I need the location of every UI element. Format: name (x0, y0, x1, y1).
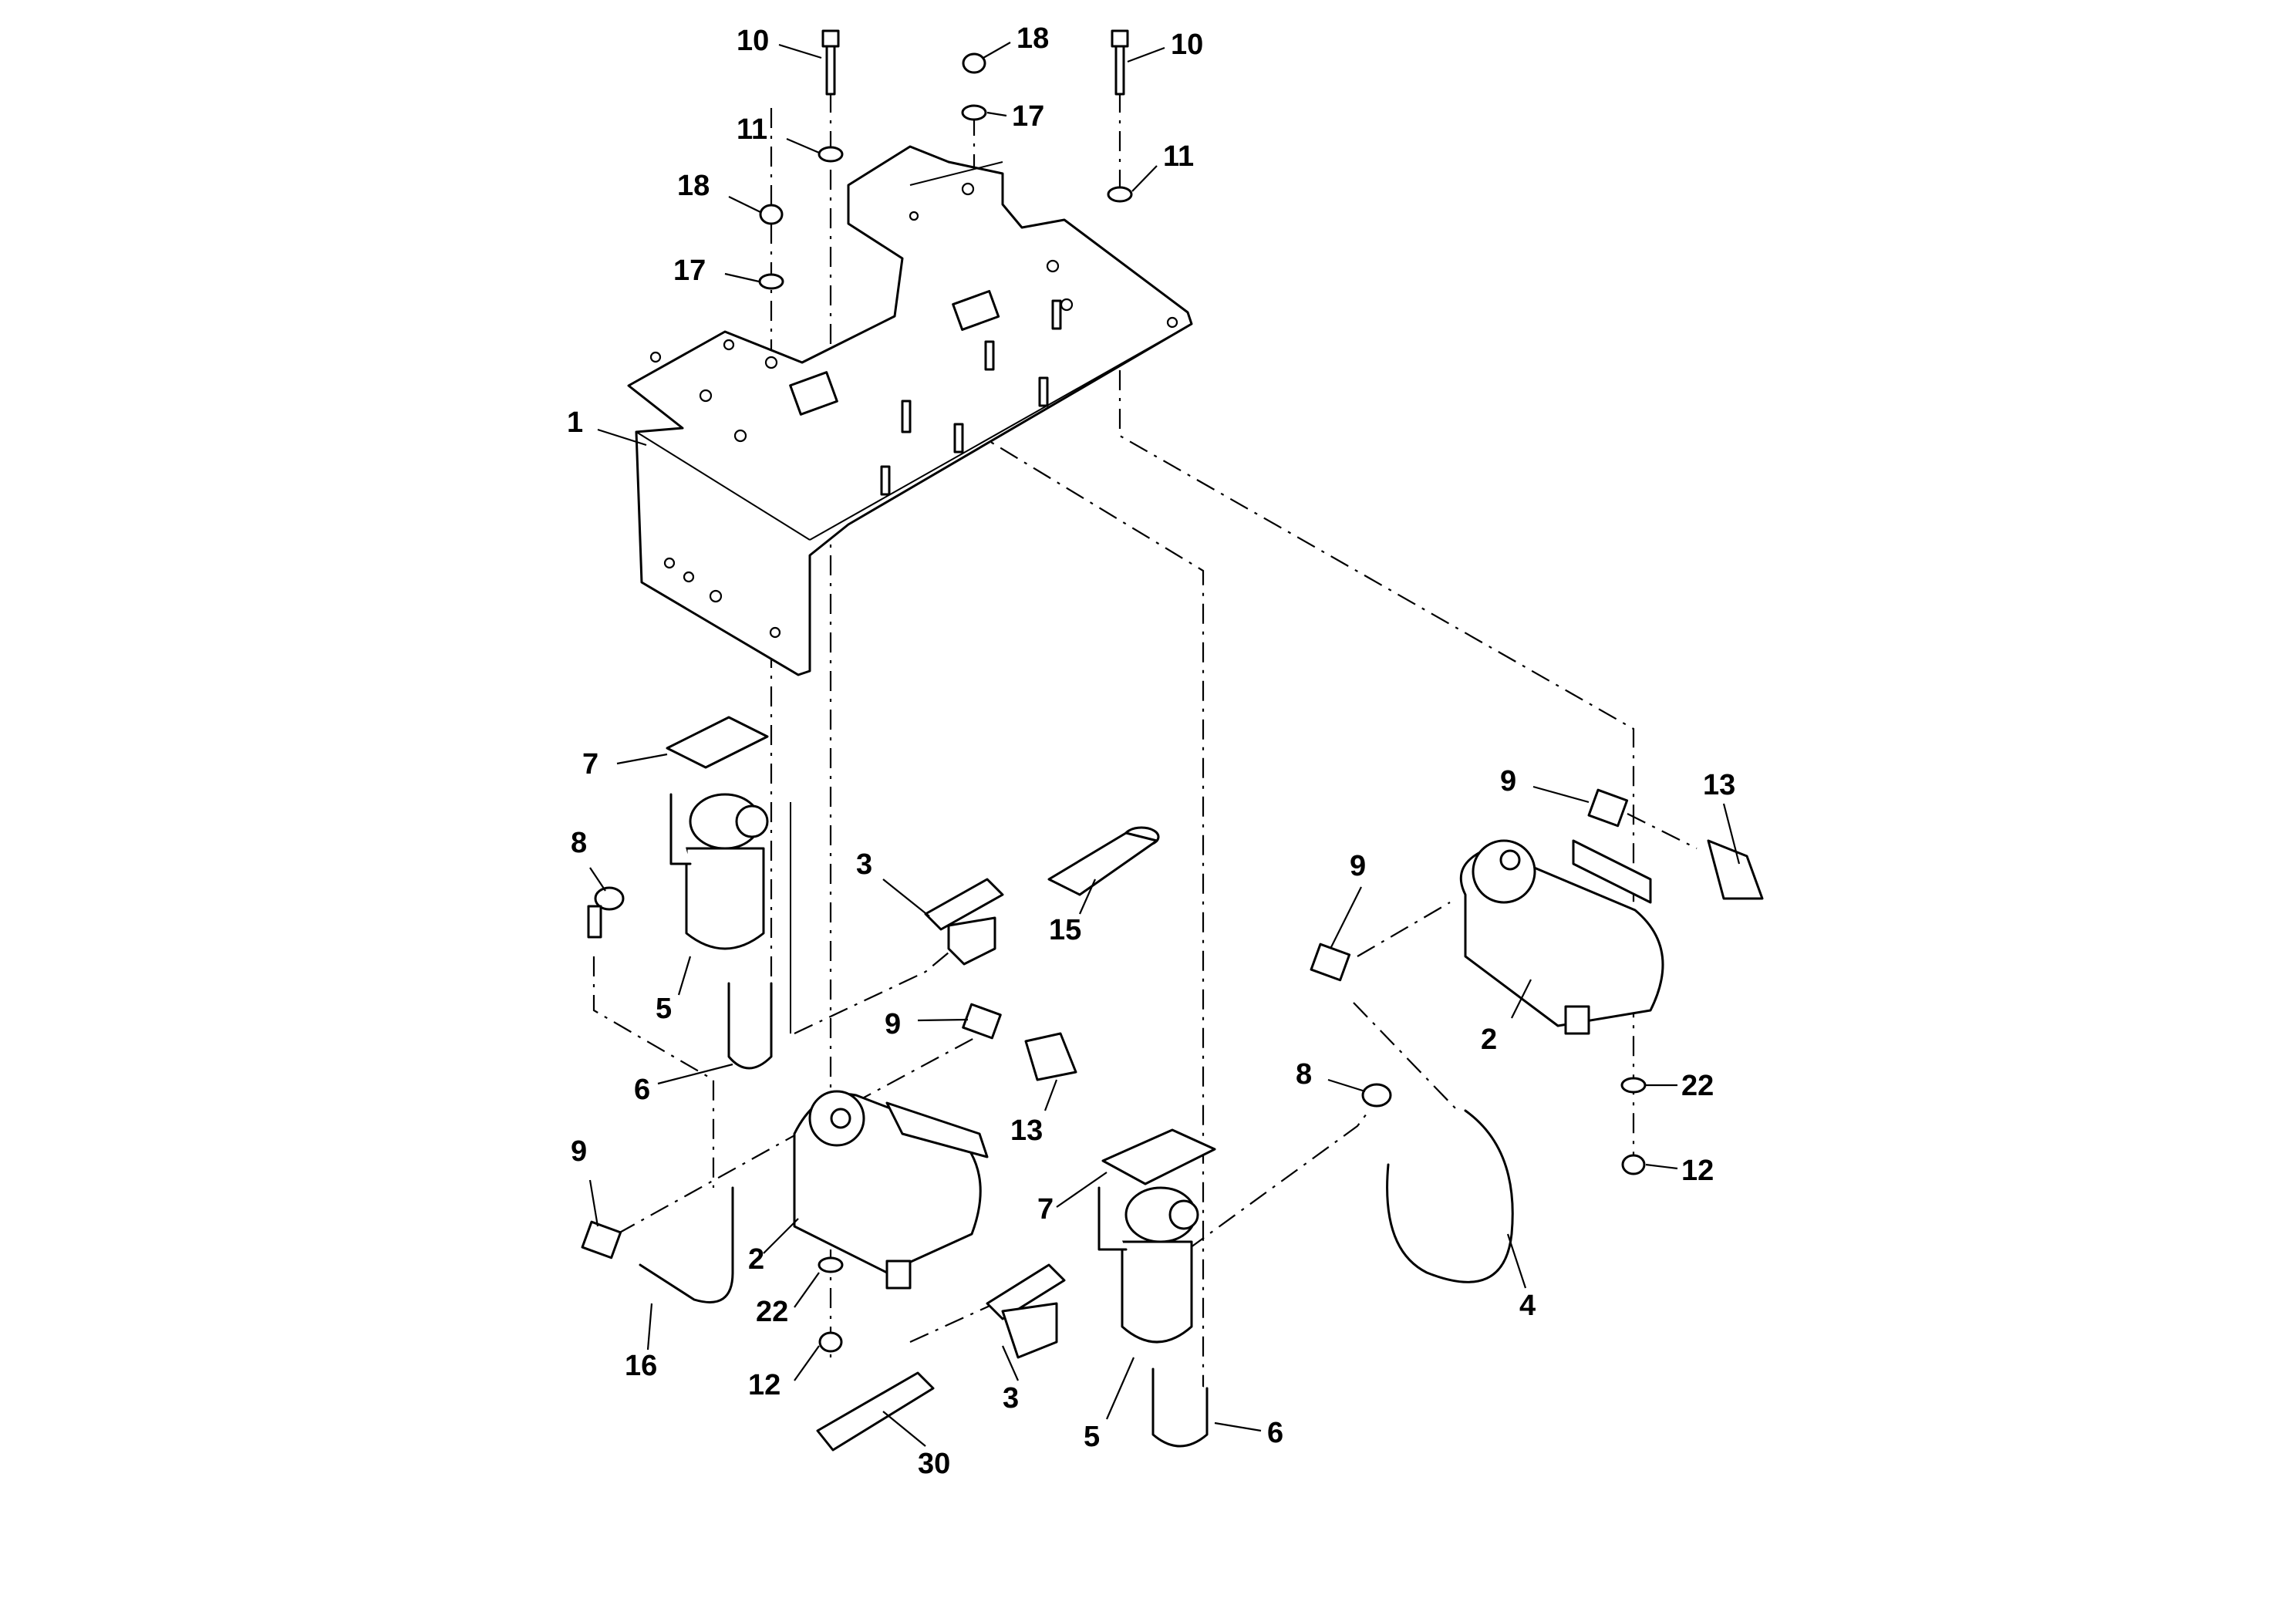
callout-17-left: 17 (673, 255, 706, 287)
callout-16: 16 (625, 1350, 657, 1382)
washer-11-left (818, 146, 844, 163)
callout-6-lower: 6 (1267, 1417, 1283, 1449)
bolt-10-left-head (821, 29, 840, 48)
connector-2-right (1564, 1005, 1590, 1035)
callout-9-right-upper: 9 (1500, 765, 1516, 798)
callout-2-left: 2 (748, 1243, 764, 1276)
callout-30: 30 (918, 1448, 950, 1480)
washer-17-left (758, 273, 784, 290)
callout-8-right: 8 (1296, 1058, 1312, 1091)
callout-10-left: 10 (737, 25, 769, 57)
callout-9-mid: 9 (885, 1008, 901, 1040)
nut-12-right (1621, 1154, 1646, 1175)
spacer-15 (1047, 831, 1158, 896)
clamp-3-upper (924, 878, 1004, 931)
nut-18-left (759, 204, 784, 225)
clamp-3-lower (986, 1263, 1066, 1320)
nut-18-top (962, 52, 986, 74)
callout-11-left: 11 (737, 113, 767, 146)
ubolt-6-left (727, 982, 773, 1070)
connector-2-left (885, 1259, 912, 1290)
callout-15: 15 (1049, 914, 1081, 946)
callout-labels: 10 18 10 17 11 11 18 17 1 7 8 3 15 5 9 6… (567, 22, 1735, 1480)
callout-18-top: 18 (1017, 22, 1049, 55)
callout-2-right: 2 (1481, 1023, 1497, 1056)
bolt-10-left-shank (825, 45, 836, 96)
callout-13-right: 13 (1703, 769, 1735, 801)
callout-3-lower: 3 (1003, 1382, 1019, 1415)
callout-11-right: 11 (1163, 140, 1194, 173)
pad-7-mid (1101, 1128, 1216, 1185)
top-fasteners (758, 29, 1133, 290)
pad-7-left (666, 716, 769, 769)
washer-22-left (818, 1256, 844, 1273)
filter-5-lower (1121, 1240, 1193, 1344)
filter-5-left (685, 847, 765, 950)
washer-22-right (1620, 1077, 1647, 1094)
spacer-13-mid (1024, 1032, 1077, 1081)
elbow-9-right-lower (1310, 943, 1351, 982)
callout-5-lower: 5 (1084, 1421, 1100, 1453)
callout-4: 4 (1519, 1290, 1536, 1322)
washer-11-right (1107, 186, 1133, 203)
callout-9-right-lower: 9 (1350, 850, 1366, 882)
bolt-10-right-head (1111, 29, 1129, 48)
right-parts (1310, 788, 1764, 1175)
callout-7-left: 7 (582, 748, 598, 781)
callout-17-top: 17 (1012, 100, 1044, 133)
callout-18-left: 18 (677, 170, 710, 202)
elbow-9-right-upper (1587, 788, 1629, 828)
callout-7-mid: 7 (1037, 1193, 1054, 1226)
lower-left-parts (581, 716, 1160, 1452)
callout-3-upper: 3 (856, 848, 872, 881)
nut-12-left (818, 1331, 843, 1353)
callout-6-left: 6 (634, 1074, 650, 1106)
hose-16 (639, 1186, 734, 1303)
callout-12-right: 12 (1681, 1155, 1714, 1187)
fitting-8-right (1361, 1083, 1392, 1108)
callout-5-left: 5 (656, 993, 672, 1025)
elbow-9-left (581, 1220, 622, 1259)
callout-1: 1 (567, 406, 583, 439)
bolt-10-right-shank (1114, 45, 1125, 96)
washer-17-top (961, 104, 987, 121)
lower-middle-parts (1097, 1083, 1514, 1448)
callout-13-mid: 13 (1010, 1114, 1043, 1147)
spacer-13-right (1707, 839, 1764, 900)
callout-22-right: 22 (1681, 1070, 1714, 1102)
fitting-8-left (594, 886, 625, 911)
mounting-bracket (627, 145, 1193, 676)
callout-12-left: 12 (748, 1369, 781, 1401)
callout-22-left: 22 (756, 1296, 788, 1328)
hose-4 (1386, 1109, 1514, 1283)
elbow-9-mid (962, 1003, 1002, 1040)
spacer-30 (816, 1371, 935, 1452)
callout-9-left: 9 (571, 1135, 587, 1168)
callout-8-left: 8 (571, 827, 587, 859)
leader-lines (588, 42, 1741, 1447)
callout-10-right: 10 (1171, 29, 1203, 61)
ubolt-6-lower (1151, 1367, 1209, 1448)
